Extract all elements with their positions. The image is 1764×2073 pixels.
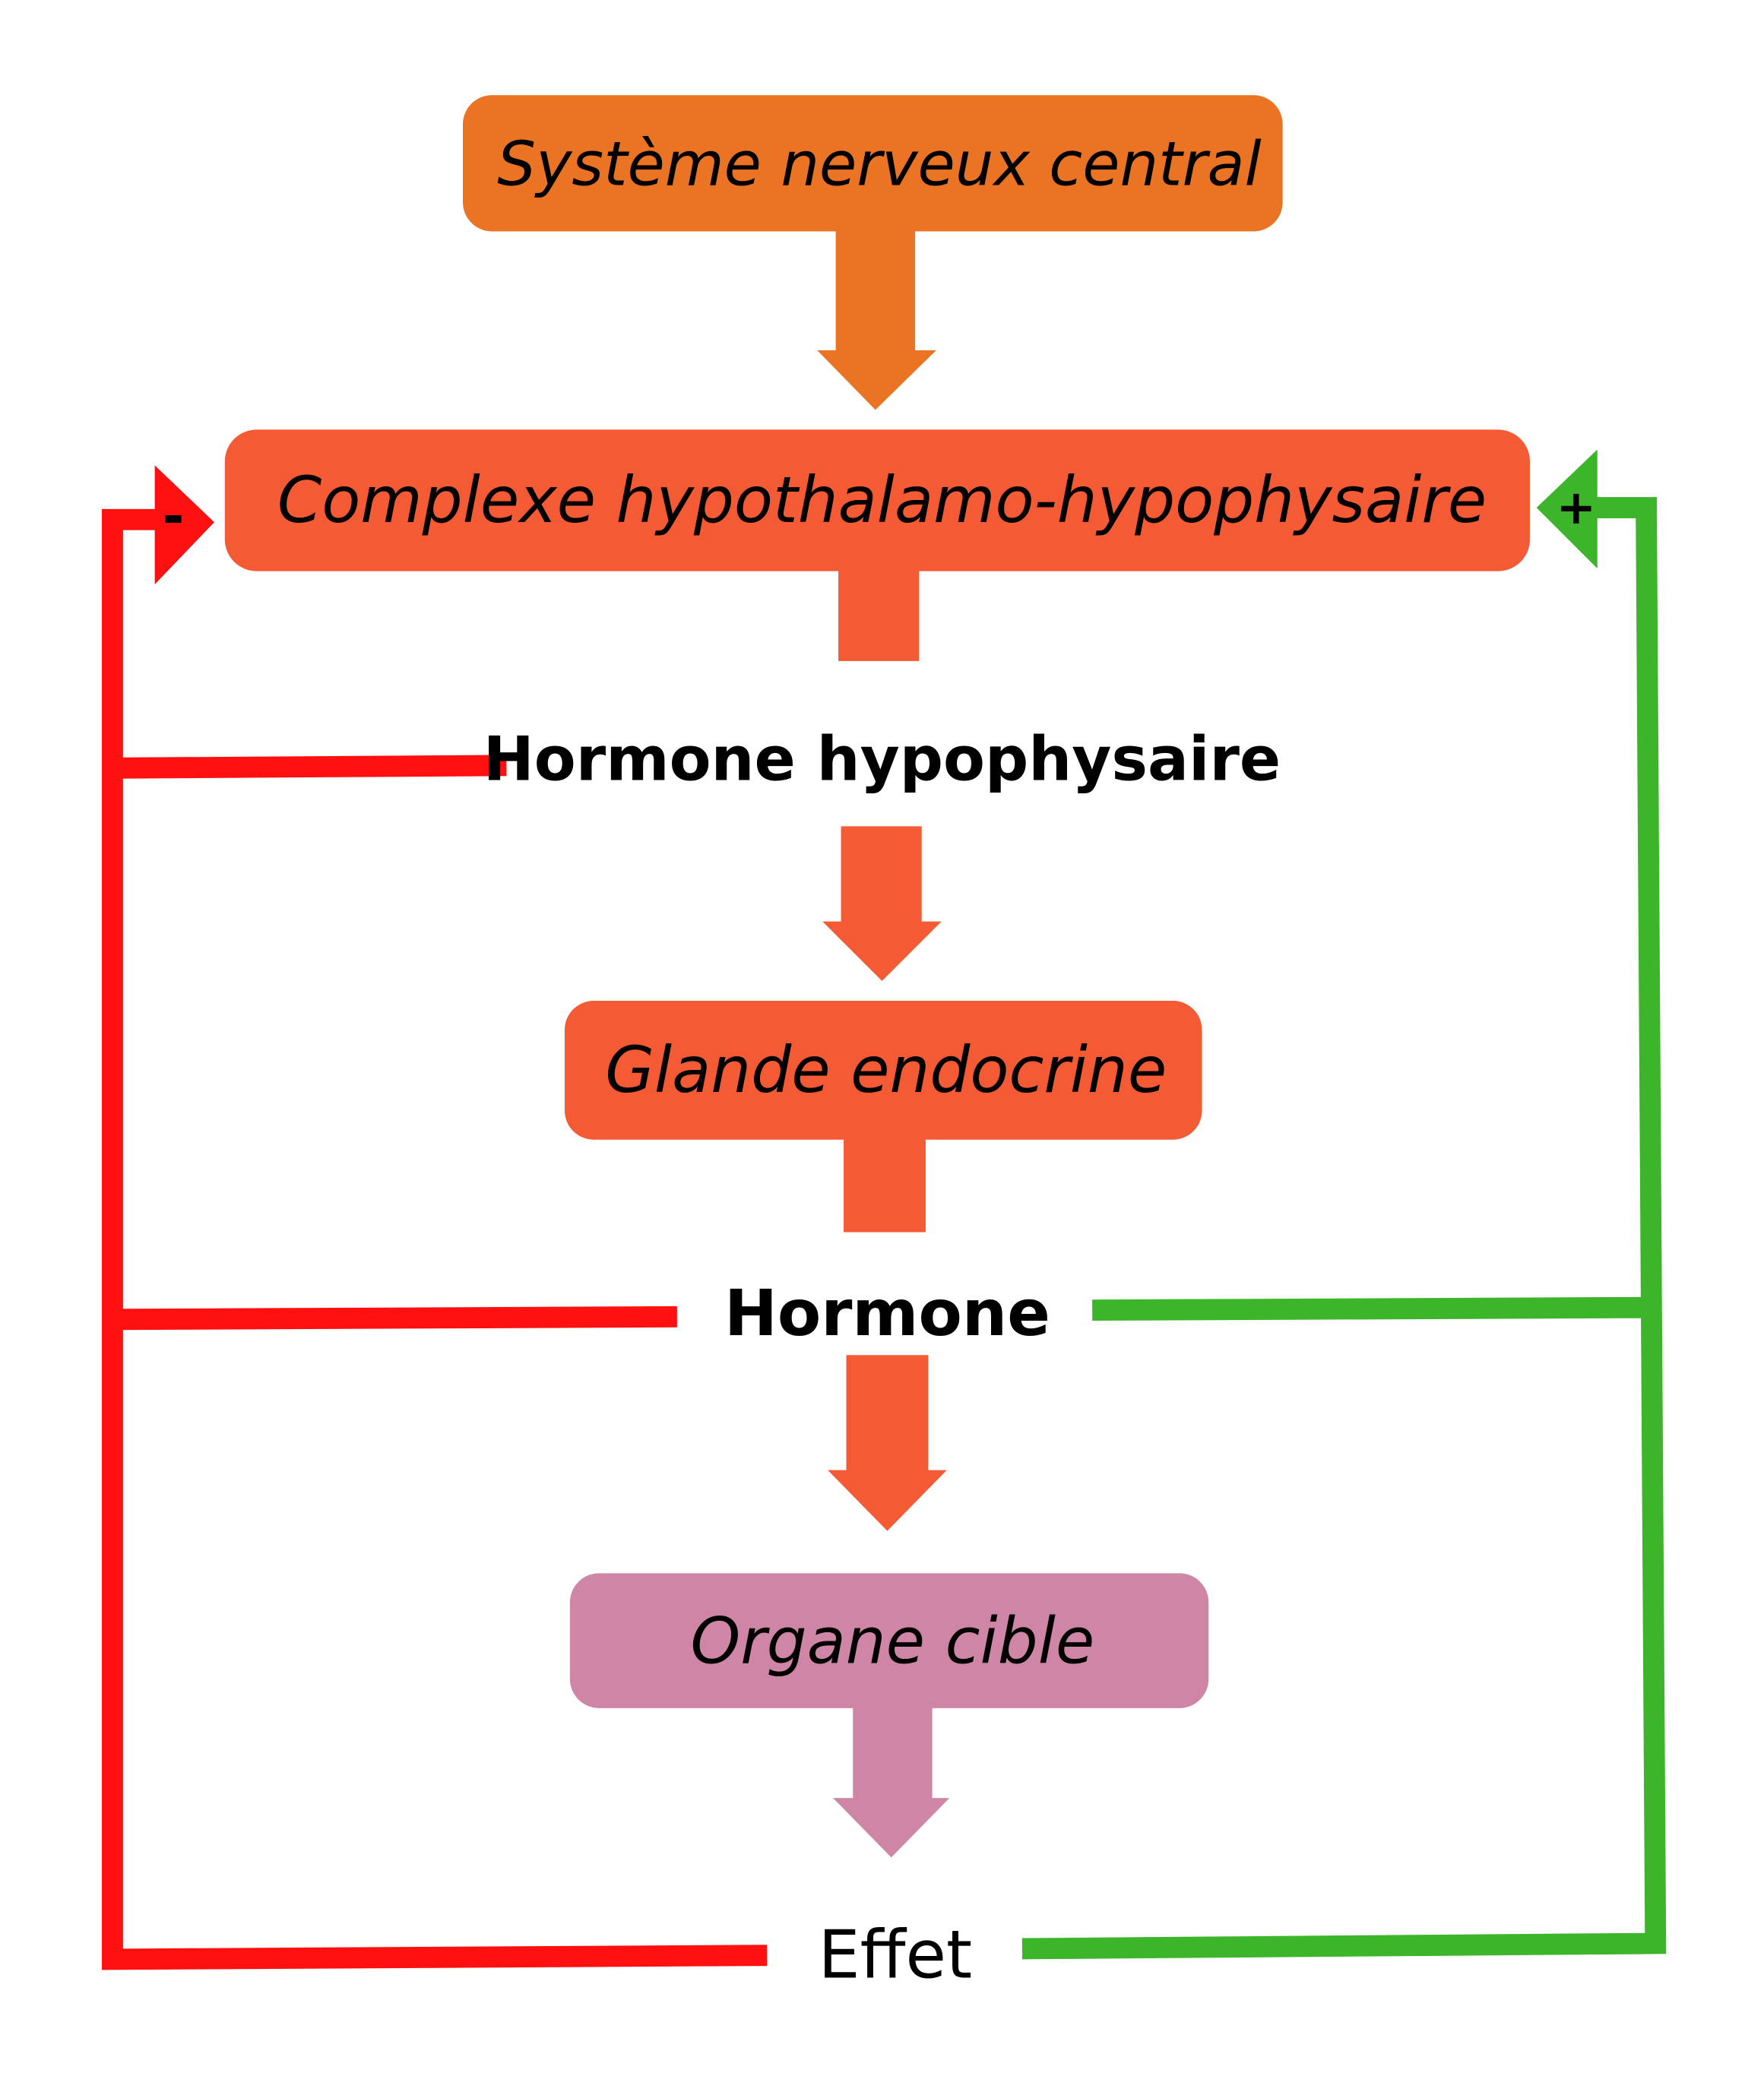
negative-arrowhead xyxy=(154,465,214,584)
pituitary-down-arrow xyxy=(822,826,942,981)
complex-stem xyxy=(838,565,920,661)
organ-node: Organe cible xyxy=(569,1573,1209,1708)
cns-box xyxy=(462,95,1283,232)
cns-node: Système nerveux central xyxy=(462,95,1283,232)
positive-feedback-loop: + xyxy=(1021,449,1667,1960)
negative-feedback-loop: - xyxy=(102,465,768,1970)
gland-node: Glande endocrine xyxy=(564,1001,1202,1140)
positive-sign: + xyxy=(1557,479,1596,535)
negative-sign: - xyxy=(163,486,185,547)
organ-label: Organe cible xyxy=(691,1604,1095,1679)
pituitary-hormone-label: Hormone hypophysaire xyxy=(483,723,1281,794)
complex-label: Complexe hypothalamo-hypophysaire xyxy=(277,463,1487,537)
gland-stem xyxy=(844,1134,926,1233)
negative-feedback-line xyxy=(102,508,768,1970)
positive-feedback-line xyxy=(1021,497,1667,1960)
organ-down-arrow xyxy=(833,1702,950,1858)
cns-label: Système nerveux central xyxy=(497,129,1261,200)
gland-box xyxy=(564,1001,1202,1140)
complex-box xyxy=(224,429,1531,571)
effect-label: Effet xyxy=(819,1916,972,1994)
organ-box xyxy=(569,1573,1209,1708)
positive-arrowhead xyxy=(1536,449,1598,569)
gland-label: Glande endocrine xyxy=(605,1033,1167,1107)
hormone-down-arrow xyxy=(828,1355,947,1531)
cns-down-arrow xyxy=(817,224,936,410)
complex-node: Complexe hypothalamo-hypophysaire xyxy=(224,429,1531,571)
hormone-label: Hormone xyxy=(724,1276,1050,1350)
